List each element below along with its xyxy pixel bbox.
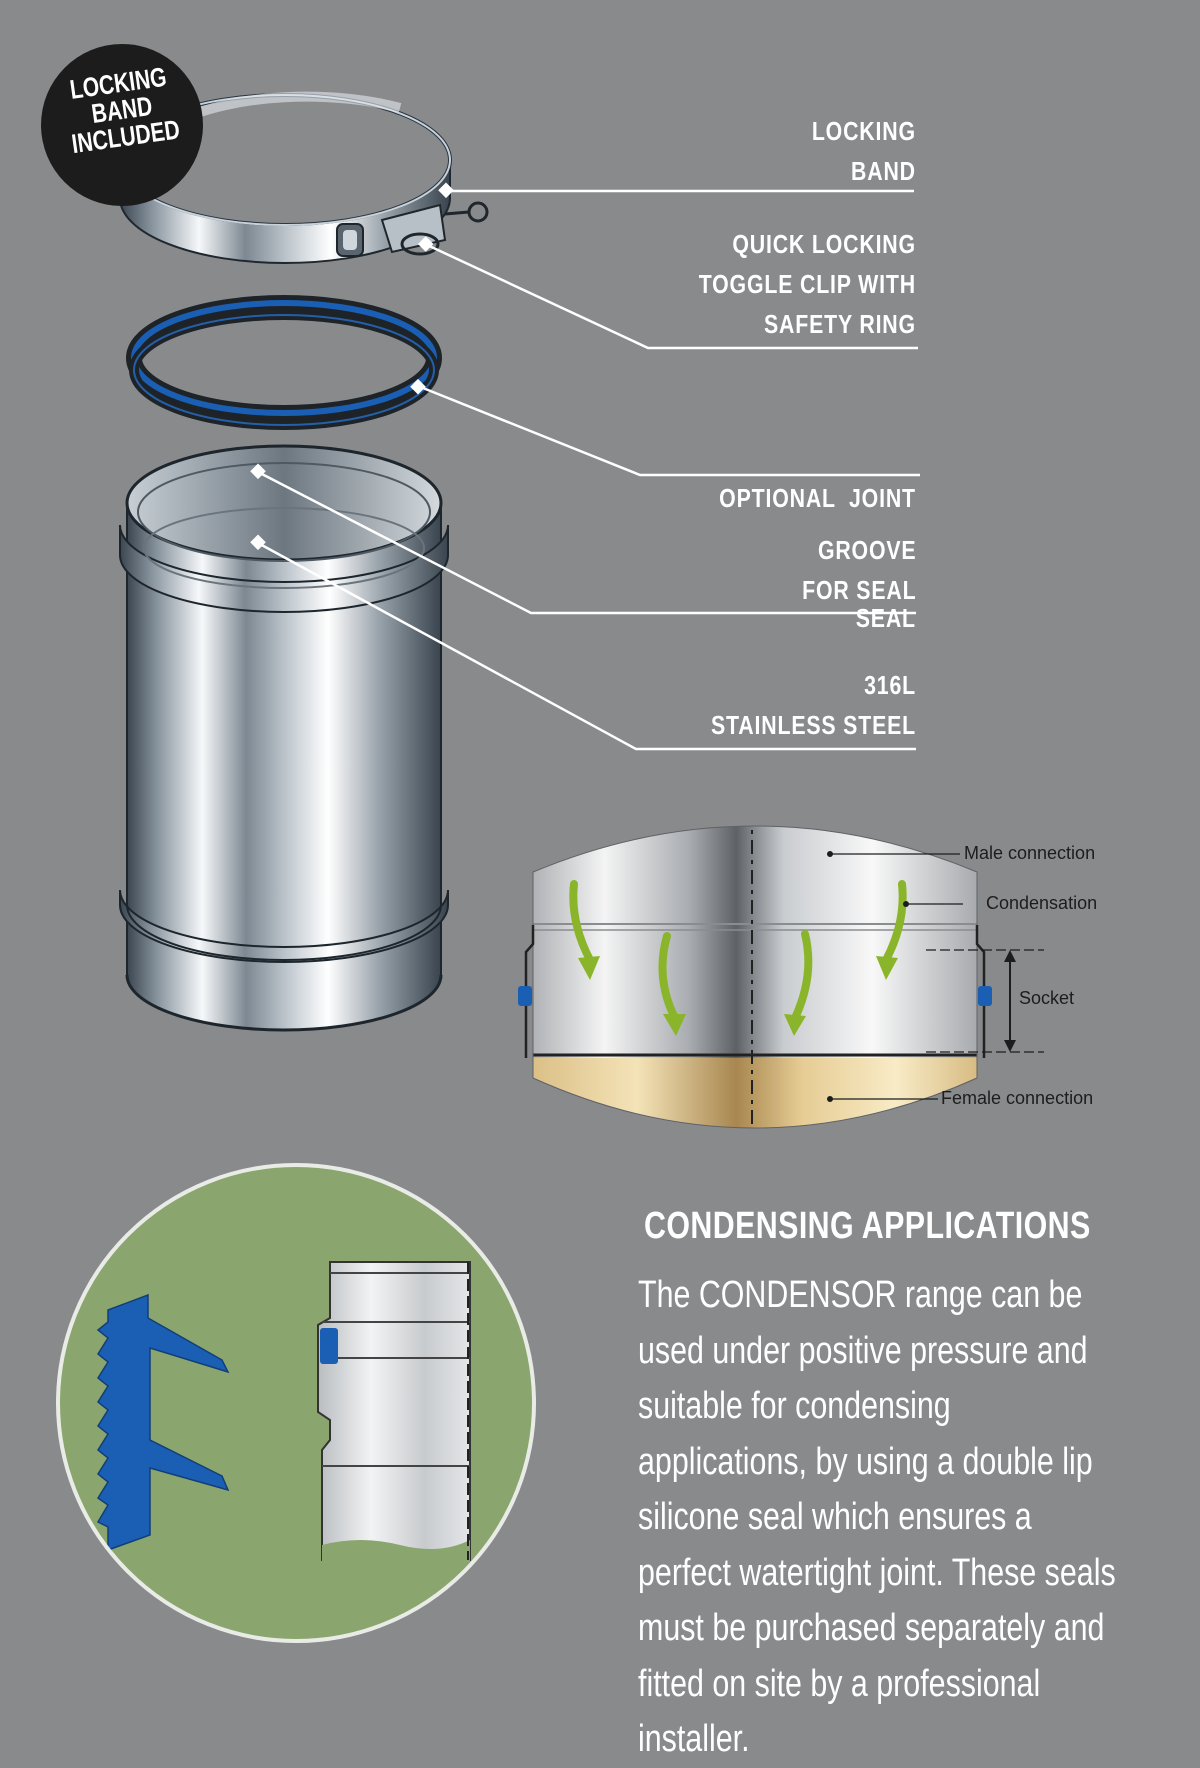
callout-line: BAND [851,156,916,186]
callout-line: TOGGLE CLIP WITH [698,269,916,299]
joint-cross-section [518,825,1044,1129]
joint-seal-illustration [126,295,442,430]
label-condensation: Condensation [986,893,1098,913]
callout-toggle-clip: QUICK LOCKING TOGGLE CLIP WITH SAFETY RI… [699,224,916,344]
leader-markers [250,182,454,551]
callout-steel: 316L STAINLESS STEEL [711,665,916,745]
label-socket: Socket [1019,988,1075,1008]
callout-line: FOR SEAL [801,575,916,605]
callout-line: STAINLESS STEEL [711,710,916,740]
callout-line: SAFETY RING [764,309,916,339]
callout-line: 316L [864,670,916,700]
label-male-connection: Male connection [964,843,1096,863]
callout-line: SEAL [855,603,916,633]
badge-circle [41,44,203,206]
callout-line: OPTIONAL JOINT [719,483,916,513]
callout-joint-seal: OPTIONAL JOINT SEAL [719,398,916,678]
locking-band-illustration [118,91,489,264]
callout-line: GROOVE [817,535,916,565]
badge-text: LOCKING BAND INCLUDED [55,62,190,160]
callout-line: QUICK LOCKING [732,229,916,259]
section-body: The CONDENSOR range can be used under po… [638,1274,1116,1760]
callout-groove: GROOVE FOR SEAL [802,530,916,610]
section-heading: CONDENSING APPLICATIONS [644,1205,1091,1247]
pipe-illustration [119,444,449,1032]
seal-detail-circle [56,1163,536,1643]
callout-locking-band: LOCKING BAND [812,111,916,191]
label-female-connection: Female connection [941,1088,1094,1108]
leader-lines [257,189,920,751]
callout-line: LOCKING [811,116,916,146]
